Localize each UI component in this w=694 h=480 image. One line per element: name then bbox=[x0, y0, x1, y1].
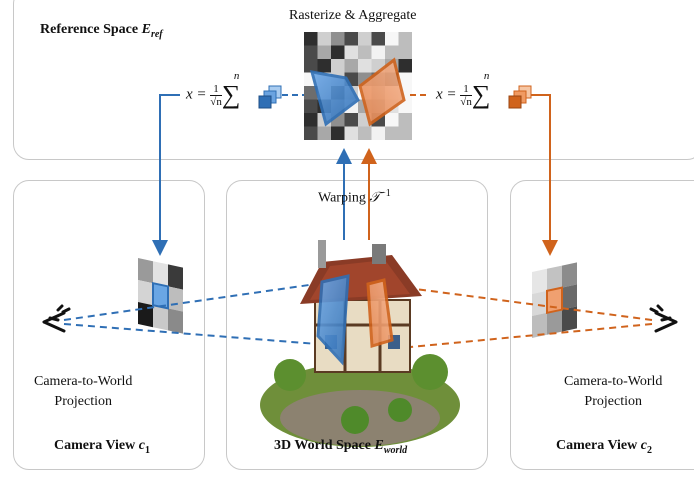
raster-cell bbox=[358, 126, 372, 140]
raster-cell bbox=[304, 32, 318, 46]
blue-gaussian-on-raster bbox=[309, 70, 360, 127]
reference-space-symbol: E bbox=[141, 22, 151, 37]
warping-exponent: −1 bbox=[380, 188, 391, 199]
raster-cell bbox=[304, 45, 318, 59]
raster-cell bbox=[371, 45, 385, 59]
raster-cell bbox=[344, 45, 358, 59]
formula-numerator: 1 bbox=[460, 83, 472, 96]
reference-space-title-text: Reference Space bbox=[40, 22, 142, 37]
blue-gaussian-stack-icon bbox=[258, 85, 282, 109]
rasterize-aggregate-label: Rasterize & Aggregate bbox=[289, 8, 417, 23]
raster-cell bbox=[385, 126, 399, 140]
camera1-image-plane bbox=[138, 258, 183, 334]
camera1-eye-icon bbox=[42, 304, 71, 333]
aggregation-formula-left: x = 1√n∑n bbox=[186, 70, 241, 110]
raster-cell bbox=[358, 59, 372, 73]
formula-numerator: 1 bbox=[210, 83, 222, 96]
raster-cell bbox=[398, 113, 412, 127]
reference-space-subscript: ref bbox=[150, 28, 163, 40]
camera2-title: Camera View c2 bbox=[556, 438, 652, 456]
raster-cell bbox=[398, 72, 412, 86]
orange-gaussian-on-raster bbox=[358, 57, 406, 127]
formula-lhs: x = bbox=[186, 86, 211, 103]
raster-cell bbox=[344, 126, 358, 140]
raster-cell bbox=[304, 86, 318, 100]
warping-label: Warping 𝒯−1 bbox=[318, 188, 391, 207]
formula-denominator: √n bbox=[210, 95, 222, 108]
camera2-title-text: Camera View bbox=[556, 438, 641, 453]
blue-ray-top bbox=[63, 281, 331, 321]
aggregation-formula-right: x = 1√n∑n bbox=[436, 70, 491, 110]
blue-ray-bottom bbox=[63, 323, 331, 346]
raster-cell bbox=[358, 32, 372, 46]
raster-cell bbox=[371, 126, 385, 140]
raster-cell bbox=[371, 32, 385, 46]
raster-cell bbox=[317, 32, 331, 46]
raster-cell bbox=[331, 45, 345, 59]
raster-cell bbox=[317, 126, 331, 140]
raster-cell bbox=[398, 45, 412, 59]
camera1-title-text: Camera View bbox=[54, 438, 139, 453]
raster-cell bbox=[317, 45, 331, 59]
camera2-eye-icon bbox=[649, 304, 678, 333]
world-space-title: 3D World Space Eworld bbox=[274, 438, 407, 456]
raster-cell bbox=[304, 99, 318, 113]
raster-cell bbox=[398, 32, 412, 46]
house-model-image bbox=[260, 240, 460, 447]
raster-cell bbox=[317, 59, 331, 73]
formula-sum-upper: n bbox=[483, 70, 490, 82]
raster-cell bbox=[344, 32, 358, 46]
raster-cell bbox=[358, 45, 372, 59]
camera1-subscript: 1 bbox=[144, 444, 150, 456]
formula-sum-upper: n bbox=[233, 70, 240, 82]
formula-denominator: √n bbox=[460, 95, 472, 108]
camera2-image-plane bbox=[532, 262, 577, 338]
raster-cell bbox=[344, 113, 358, 127]
camera1-title: Camera View c1 bbox=[54, 438, 150, 456]
raster-cell bbox=[385, 32, 399, 46]
reference-space-title: Reference Space Eref bbox=[40, 22, 163, 40]
camera1-symbol: c bbox=[138, 438, 145, 453]
warping-text: Warping bbox=[318, 190, 370, 206]
raster-cell bbox=[331, 59, 345, 73]
orange-ray-top bbox=[384, 284, 653, 321]
raster-cell bbox=[344, 59, 358, 73]
world-space-symbol: E bbox=[374, 438, 384, 453]
camera2-symbol: c bbox=[640, 438, 647, 453]
orange-gaussian-stack-icon bbox=[508, 85, 532, 109]
formula-sum-symbol: ∑ bbox=[471, 80, 491, 109]
raster-cell bbox=[304, 59, 318, 73]
raster-cell bbox=[331, 126, 345, 140]
raster-cell bbox=[398, 59, 412, 73]
blue-arrow-to-camera1 bbox=[152, 94, 180, 256]
orange-ray-bottom bbox=[399, 323, 653, 349]
formula-sum-symbol: ∑ bbox=[221, 80, 241, 109]
camera2-caption-line1: Camera-to-World bbox=[564, 374, 663, 389]
raster-cell bbox=[385, 113, 399, 127]
camera2-caption-line2: Projection bbox=[584, 394, 642, 409]
camera1-caption-line2: Projection bbox=[54, 394, 112, 409]
raster-cell bbox=[331, 32, 345, 46]
camera1-caption-line1: Camera-to-World bbox=[34, 374, 133, 389]
raster-cell bbox=[398, 126, 412, 140]
camera2-projection-caption: Camera-to-World Projection bbox=[564, 372, 662, 412]
camera2-subscript: 2 bbox=[646, 444, 652, 456]
raster-cell bbox=[304, 113, 318, 127]
world-space-title-text: 3D World Space bbox=[274, 438, 375, 453]
raster-cell bbox=[304, 126, 318, 140]
warping-symbol: 𝒯 bbox=[369, 190, 381, 206]
formula-lhs: x = bbox=[436, 86, 461, 103]
world-space-subscript: world bbox=[383, 444, 408, 456]
orange-arrow-to-camera2 bbox=[530, 94, 558, 256]
camera1-projection-caption: Camera-to-World Projection bbox=[34, 372, 132, 412]
raster-cell bbox=[385, 45, 399, 59]
